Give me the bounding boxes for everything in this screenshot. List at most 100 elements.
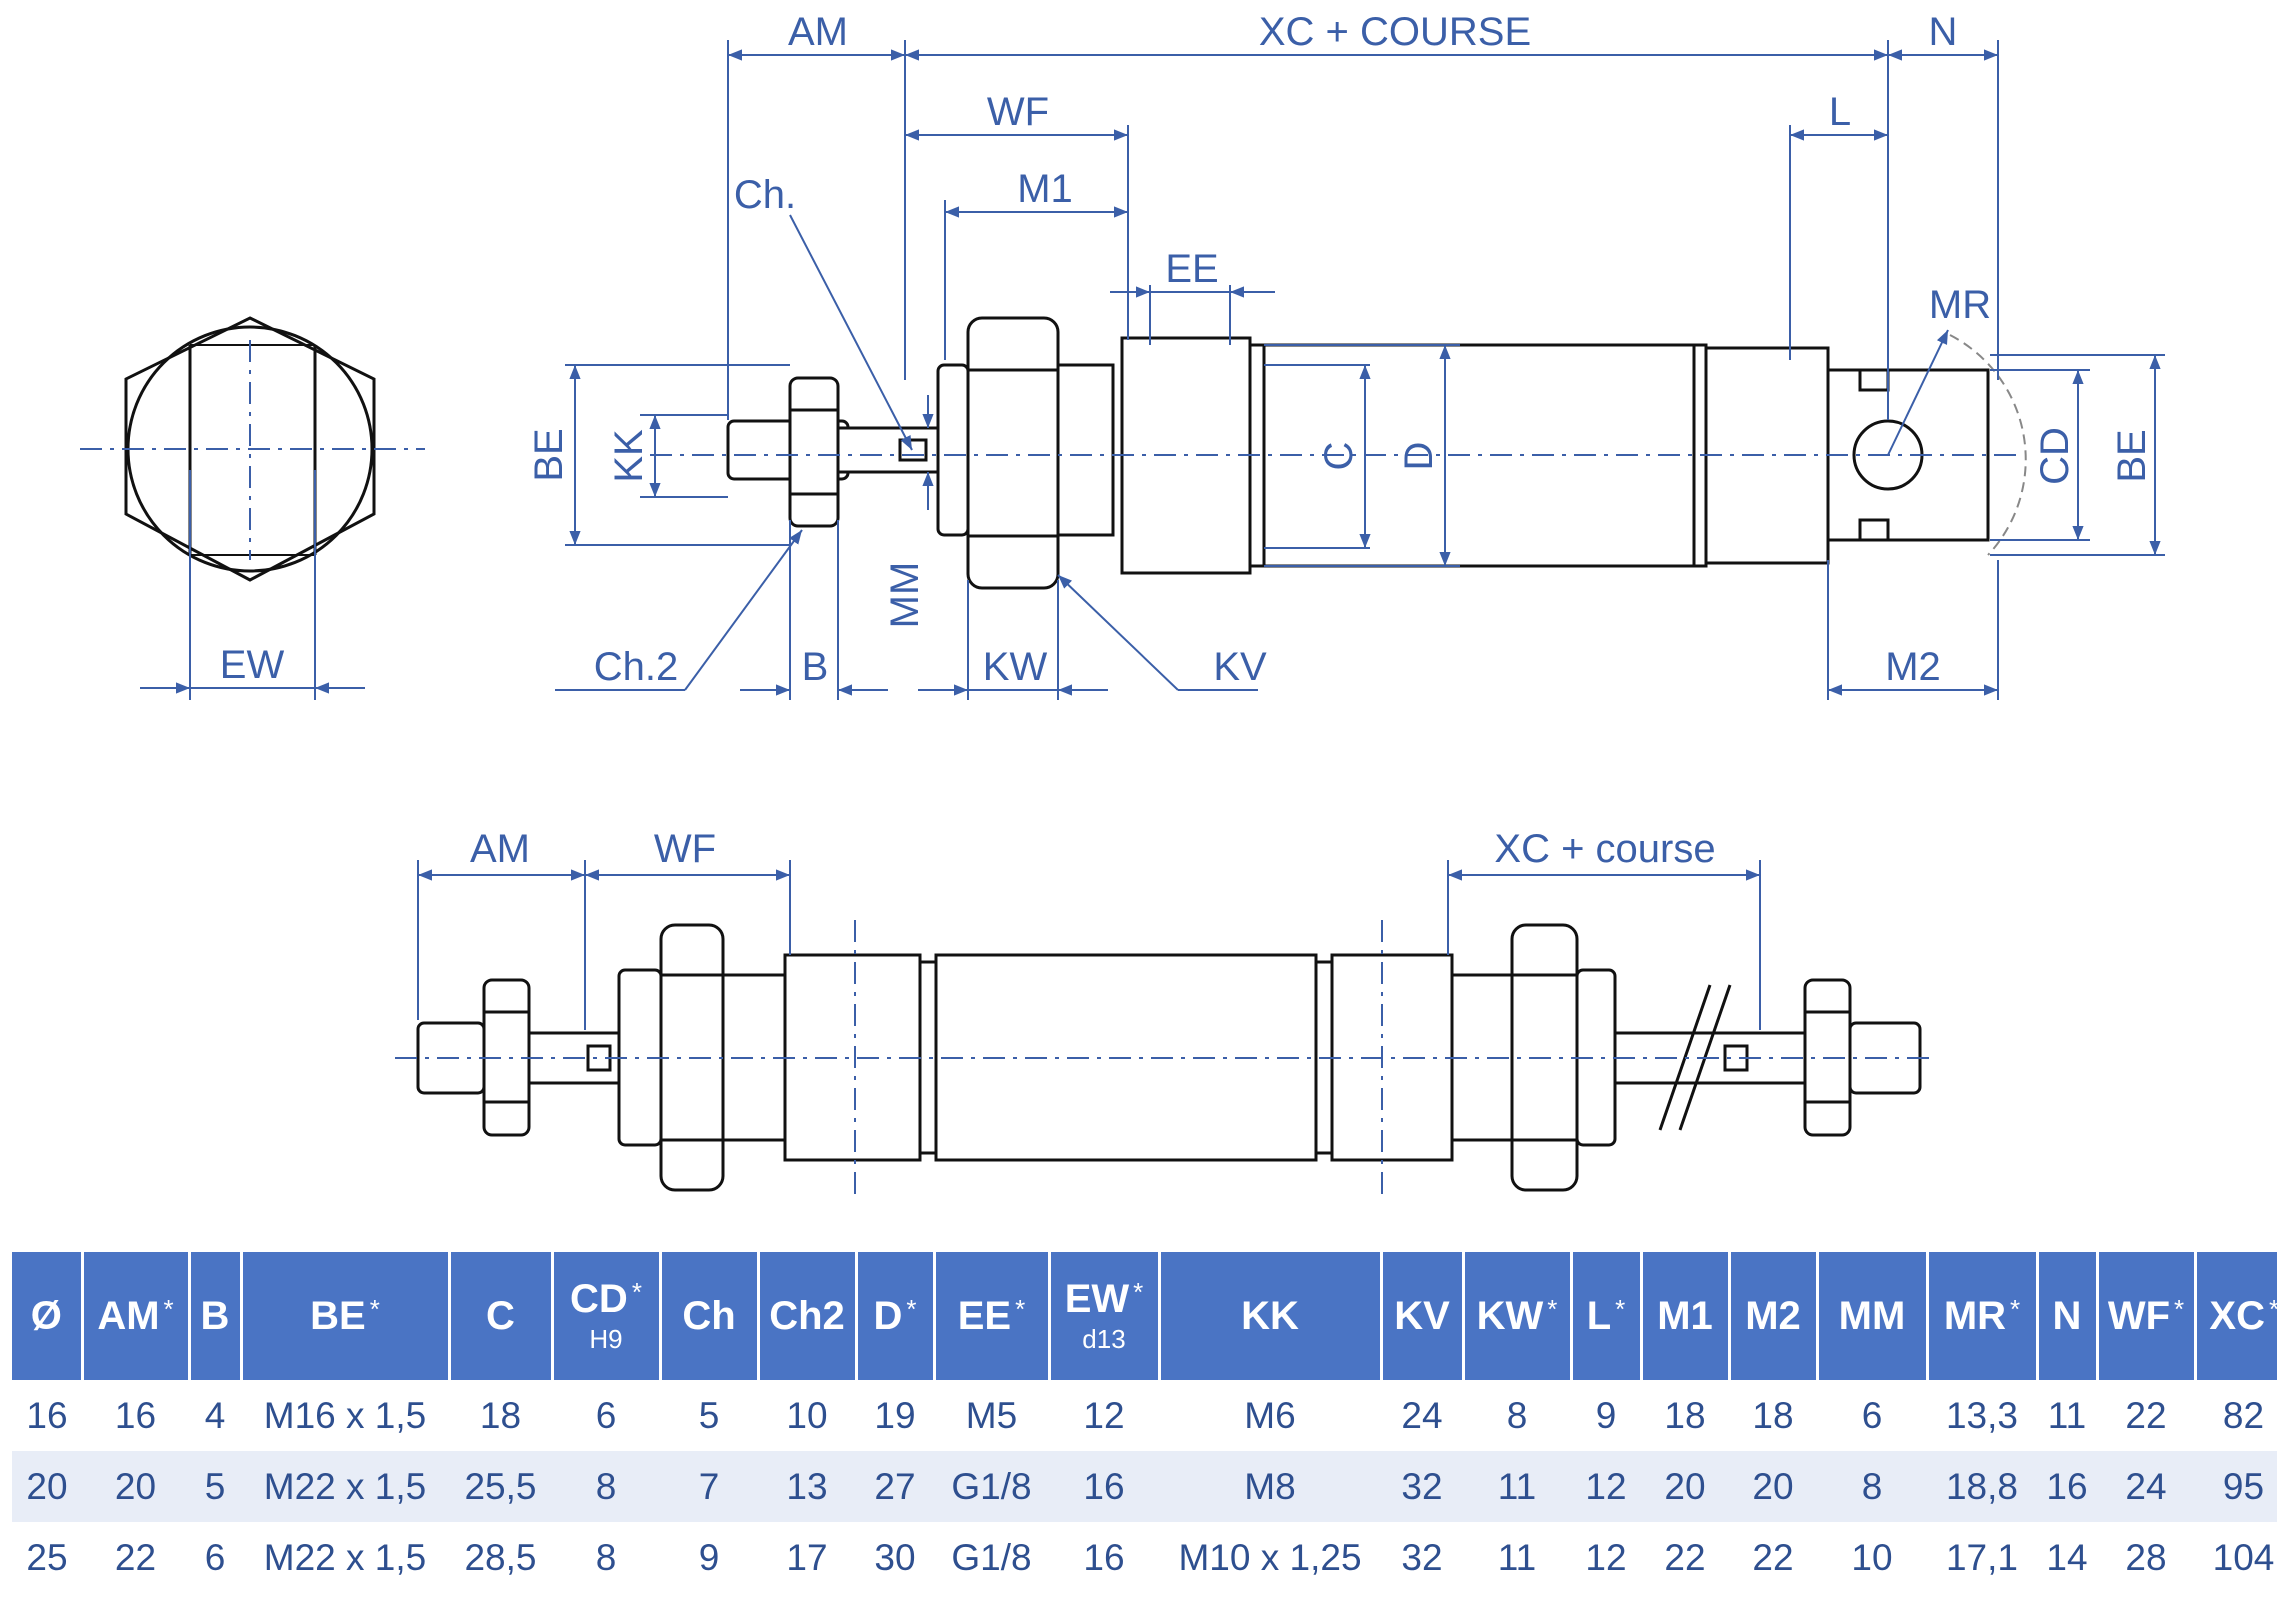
- table-cell: 6: [204, 1536, 226, 1578]
- column-header-star: *: [906, 1293, 917, 1324]
- table-cell: 22: [2125, 1394, 2167, 1436]
- column-header: B: [187, 1252, 241, 1380]
- column-header: M2: [1727, 1252, 1817, 1380]
- column-header-tolerance: d13: [1082, 1324, 1126, 1354]
- ew-dimension: [140, 470, 365, 700]
- table-cell: 8: [595, 1536, 617, 1578]
- column-header: N: [2035, 1252, 2097, 1380]
- column-header: L*: [1569, 1252, 1641, 1380]
- bottom-dimensions: [417, 860, 1761, 1030]
- column-header: CD* H9: [550, 1252, 660, 1380]
- table-cell: 11: [1463, 1451, 1571, 1522]
- column-header-label: MM: [1838, 1293, 1906, 1338]
- dim-mm: MM: [883, 562, 927, 629]
- column-header: KK: [1157, 1252, 1381, 1380]
- table-cell: 6: [1861, 1394, 1883, 1436]
- table-cell: 95: [2195, 1451, 2277, 1522]
- column-header-label: EE: [957, 1293, 1012, 1338]
- table-cell: 20: [12, 1451, 82, 1522]
- table-cell: M6: [1244, 1394, 1296, 1436]
- table-cell: M22 x 1,5: [263, 1536, 427, 1578]
- table-cell: M16 x 1,5: [263, 1394, 427, 1436]
- column-header: MM: [1815, 1252, 1927, 1380]
- table-cell: M22 x 1,5: [241, 1451, 449, 1522]
- column-header: XC*: [2193, 1252, 2277, 1380]
- table-cell: 16: [26, 1394, 68, 1436]
- table-cell: 5: [698, 1394, 720, 1436]
- column-header: WF*: [2095, 1252, 2195, 1380]
- column-header: MR*: [1925, 1252, 2037, 1380]
- table-cell: 28,5: [464, 1536, 537, 1578]
- top-dimensions: [555, 40, 2165, 700]
- column-header-star: *: [1015, 1293, 1026, 1324]
- table-cell: 9: [698, 1536, 720, 1578]
- column-header-star: *: [1133, 1277, 1144, 1307]
- dim-l: L: [1829, 90, 1851, 134]
- column-header-star: *: [631, 1277, 642, 1307]
- dim-mr: MR: [1929, 283, 1991, 327]
- table-cell: 18: [1752, 1394, 1794, 1436]
- column-header: C: [447, 1252, 552, 1380]
- column-header-label: WF: [2107, 1293, 2171, 1338]
- column-header: AM*: [80, 1252, 189, 1380]
- column-header: EW*d13: [1047, 1252, 1159, 1380]
- dim-m1: M1: [1017, 167, 1073, 211]
- axis-bottom: [395, 920, 1935, 1195]
- table-cell: 12: [1585, 1536, 1627, 1578]
- table-cell: 32: [1401, 1536, 1443, 1578]
- column-header-star: *: [1547, 1293, 1558, 1324]
- dim-m2: M2: [1885, 645, 1941, 689]
- table-cell: 28: [2125, 1536, 2167, 1578]
- dim-c: C: [1317, 442, 1361, 471]
- dim-d: D: [1397, 442, 1441, 471]
- column-header-label: KW: [1476, 1293, 1544, 1338]
- table-cell: 13: [758, 1451, 856, 1522]
- table-cell: M8: [1159, 1451, 1381, 1522]
- column-header-label: AM: [97, 1293, 160, 1338]
- column-header-label: M2: [1745, 1293, 1801, 1338]
- end-view-centerlines: [80, 340, 425, 560]
- column-header: Ch: [658, 1252, 758, 1380]
- table-cell: M10 x 1,25: [1178, 1536, 1362, 1578]
- table-cell: 17,1: [1945, 1536, 2018, 1578]
- dim-ch: Ch.: [734, 173, 796, 217]
- column-header-label: Ch2: [769, 1293, 845, 1338]
- column-header-star: *: [2010, 1293, 2021, 1324]
- dim-ch2: Ch.2: [594, 645, 679, 689]
- column-header-label: XC: [2209, 1293, 2265, 1338]
- column-header-tolerance: H9: [589, 1324, 623, 1354]
- bottom-dim-xc-course: XC + course: [1494, 827, 1715, 871]
- table-cell: 30: [874, 1536, 916, 1578]
- column-header-label: CD: [570, 1277, 628, 1321]
- column-header-label: Ch: [682, 1293, 736, 1338]
- table-cell: 25,5: [449, 1451, 552, 1522]
- table-cell: 19: [874, 1394, 916, 1436]
- column-header: EE*: [932, 1252, 1049, 1380]
- dim-cd: CD: [2033, 427, 2077, 485]
- column-header-label: BE: [310, 1293, 366, 1338]
- column-header-label: L: [1586, 1293, 1612, 1338]
- dim-kv: KV: [1213, 645, 1267, 689]
- table-cell: 13,3: [1945, 1394, 2018, 1436]
- dim-ew: EW: [220, 643, 285, 687]
- dim-kw: KW: [983, 645, 1048, 689]
- table-cell: 16: [114, 1394, 157, 1436]
- table-cell: 27: [856, 1451, 934, 1522]
- mr-arc: [1949, 334, 2027, 556]
- column-header: M1: [1639, 1252, 1729, 1380]
- column-header-label: M1: [1657, 1293, 1713, 1338]
- column-header-star: *: [1615, 1293, 1626, 1324]
- table-cell: 20: [1729, 1451, 1817, 1522]
- table-cell: 20: [1641, 1451, 1729, 1522]
- column-header-star: *: [2269, 1294, 2277, 1324]
- dim-n: N: [1929, 10, 1958, 54]
- dim-be-right: BE: [2110, 429, 2154, 482]
- column-header-label: KV: [1394, 1293, 1450, 1338]
- table-cell: 16: [2037, 1451, 2097, 1522]
- table-cell: 11: [1497, 1536, 1537, 1578]
- table-cell: 11: [2047, 1394, 2087, 1436]
